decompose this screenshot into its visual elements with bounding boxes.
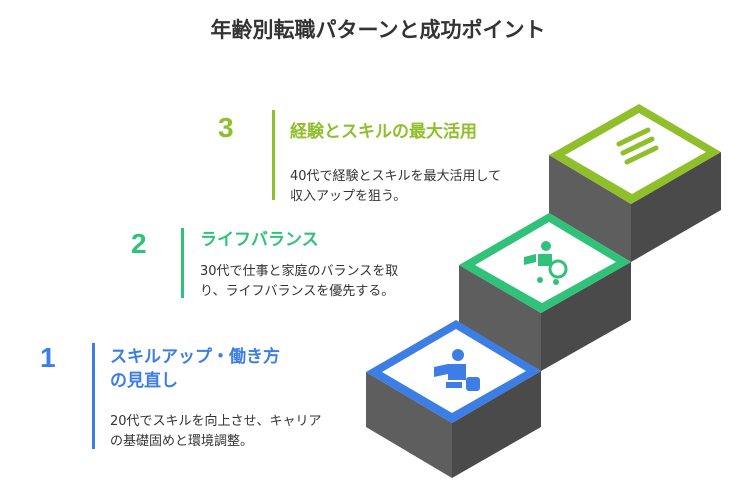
step-2-bar bbox=[181, 228, 184, 298]
stacked-bars-icon bbox=[616, 127, 659, 165]
step-1-number: 1 bbox=[40, 342, 56, 373]
step-2-front bbox=[541, 262, 631, 371]
step-3-front bbox=[631, 152, 721, 262]
page-title: 年齢別転職パターンと成功ポイント bbox=[210, 18, 546, 42]
step-1-title-line1: スキルアップ・働き方 bbox=[110, 347, 280, 367]
step-3-number: 3 bbox=[218, 112, 234, 143]
step-3-top-inner bbox=[565, 113, 706, 194]
step-2-title: ライフバランス bbox=[200, 230, 319, 250]
step-3-title: 経験とスキルの最大活用 bbox=[290, 122, 477, 142]
step-3-description-line2: 収入アップを狙う。 bbox=[290, 189, 407, 204]
step-1-description-line2: の基礎固めと環境調整。 bbox=[110, 434, 254, 449]
step-2-description-line2: り、ライフバランスを優先する。 bbox=[200, 284, 395, 299]
step-3-description-line1: 40代で経験とスキルを最大活用して bbox=[290, 169, 502, 184]
step-3-bar bbox=[272, 110, 275, 200]
step-1-title-line2: の見直し bbox=[110, 371, 178, 391]
step-2-number: 2 bbox=[131, 228, 147, 259]
step-2-riser bbox=[459, 265, 541, 371]
person-laptop-icon bbox=[434, 349, 480, 391]
step-1-description-line1: 20代でスキルを向上させ、キャリア bbox=[110, 414, 322, 429]
step-1-riser bbox=[366, 372, 452, 478]
step-2-description-line1: 30代で仕事と家庭のバランスを取 bbox=[200, 264, 399, 279]
person-stroller-icon bbox=[524, 241, 568, 285]
step-1-bar bbox=[92, 343, 95, 449]
step-1-front bbox=[452, 371, 541, 478]
step-3-riser bbox=[549, 155, 631, 262]
